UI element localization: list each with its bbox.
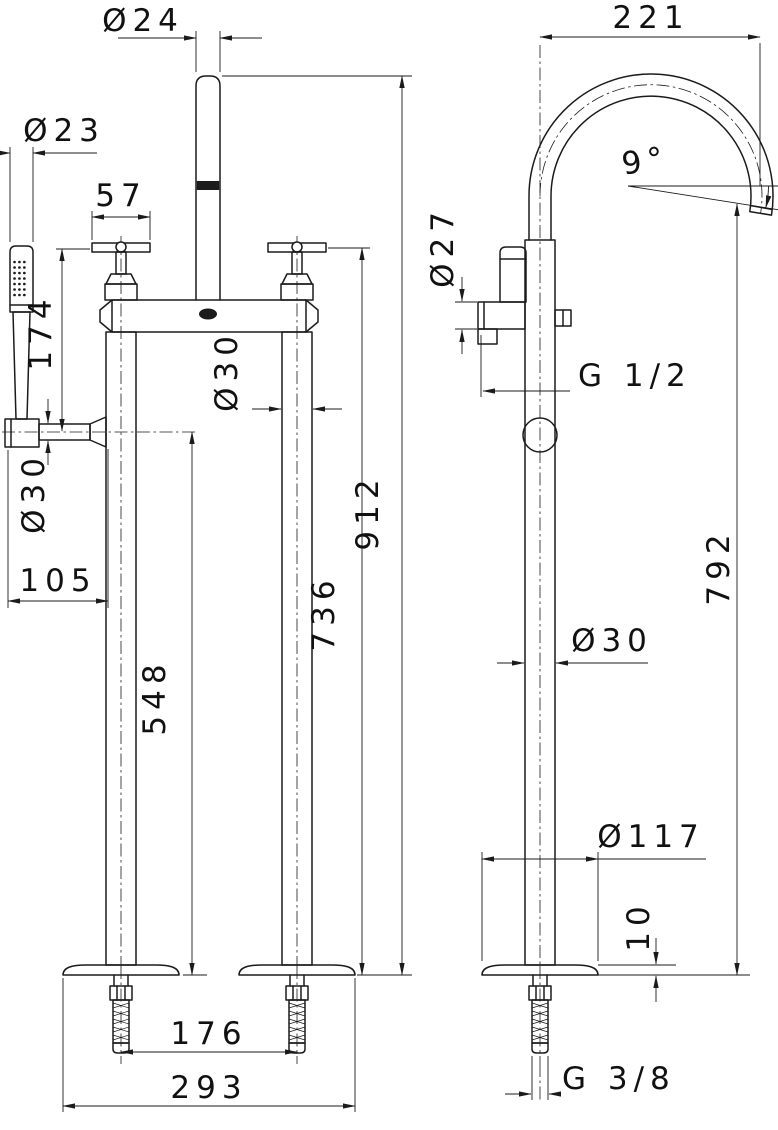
- dim-base-diameter: Ø117: [597, 819, 705, 855]
- dim-total-height: 912: [350, 473, 386, 550]
- dim-spout-height: 792: [701, 528, 737, 605]
- dim-handle-width: 57: [95, 178, 146, 214]
- arm-boss-circle: [522, 417, 558, 453]
- dim-overall-width: 293: [170, 1070, 247, 1106]
- dim-front-column-diameter: Ø30: [209, 330, 245, 412]
- dim-handshower-offset: 174: [23, 293, 59, 370]
- side-base-plate: [481, 964, 599, 976]
- dim-holder-diameter: Ø27: [425, 206, 461, 288]
- dim-side-column-diameter: Ø30: [571, 623, 653, 659]
- dim-handle-height: 736: [306, 574, 342, 651]
- side-centerlines: [539, 45, 763, 1100]
- dim-handshower-thread: G 1/2: [578, 358, 692, 394]
- spout-outlet: [199, 308, 217, 320]
- dim-arm-reach: 105: [19, 563, 96, 599]
- side-holder: [477, 301, 526, 345]
- dim-arm-height: 548: [137, 658, 173, 735]
- dim-inlet-thread: G 3/8: [562, 1061, 676, 1097]
- front-base-right: [238, 964, 356, 976]
- dim-spout-reach: 221: [612, 0, 689, 36]
- front-body: [99, 299, 319, 333]
- front-inlet-right: [285, 965, 309, 1065]
- front-spout-pipe: [195, 75, 221, 301]
- front-handle-left: [91, 241, 151, 301]
- dim-handshower-diameter: Ø23: [23, 113, 105, 149]
- pipe-band: [196, 181, 220, 190]
- side-handshower: [499, 246, 527, 303]
- side-diverter-knob: [554, 309, 572, 327]
- front-base-plates: [62, 964, 356, 976]
- dim-arm-diameter: Ø30: [16, 452, 52, 534]
- side-dimensions: 221 9° Ø27 G 1/2 792 Ø30: [425, 0, 778, 1100]
- front-handle-right: [267, 241, 327, 301]
- side-view: 221 9° Ø27 G 1/2 792 Ø30: [425, 0, 778, 1100]
- dim-base-thickness: 10: [621, 900, 657, 951]
- front-dimensions: Ø24 Ø23 57 174 Ø30 Ø30: [0, 3, 412, 1112]
- side-inlet: [528, 965, 552, 1065]
- front-base-left: [62, 964, 180, 976]
- front-view: Ø24 Ø23 57 174 Ø30 Ø30: [0, 3, 412, 1112]
- dim-column-spacing: 176: [170, 1016, 247, 1052]
- dim-spout-pipe-diameter: Ø24: [102, 3, 184, 39]
- front-centerlines: [2, 236, 298, 966]
- front-inlet-left: [109, 965, 133, 1065]
- dim-spout-angle: 9°: [619, 140, 671, 183]
- front-columns: [105, 331, 313, 966]
